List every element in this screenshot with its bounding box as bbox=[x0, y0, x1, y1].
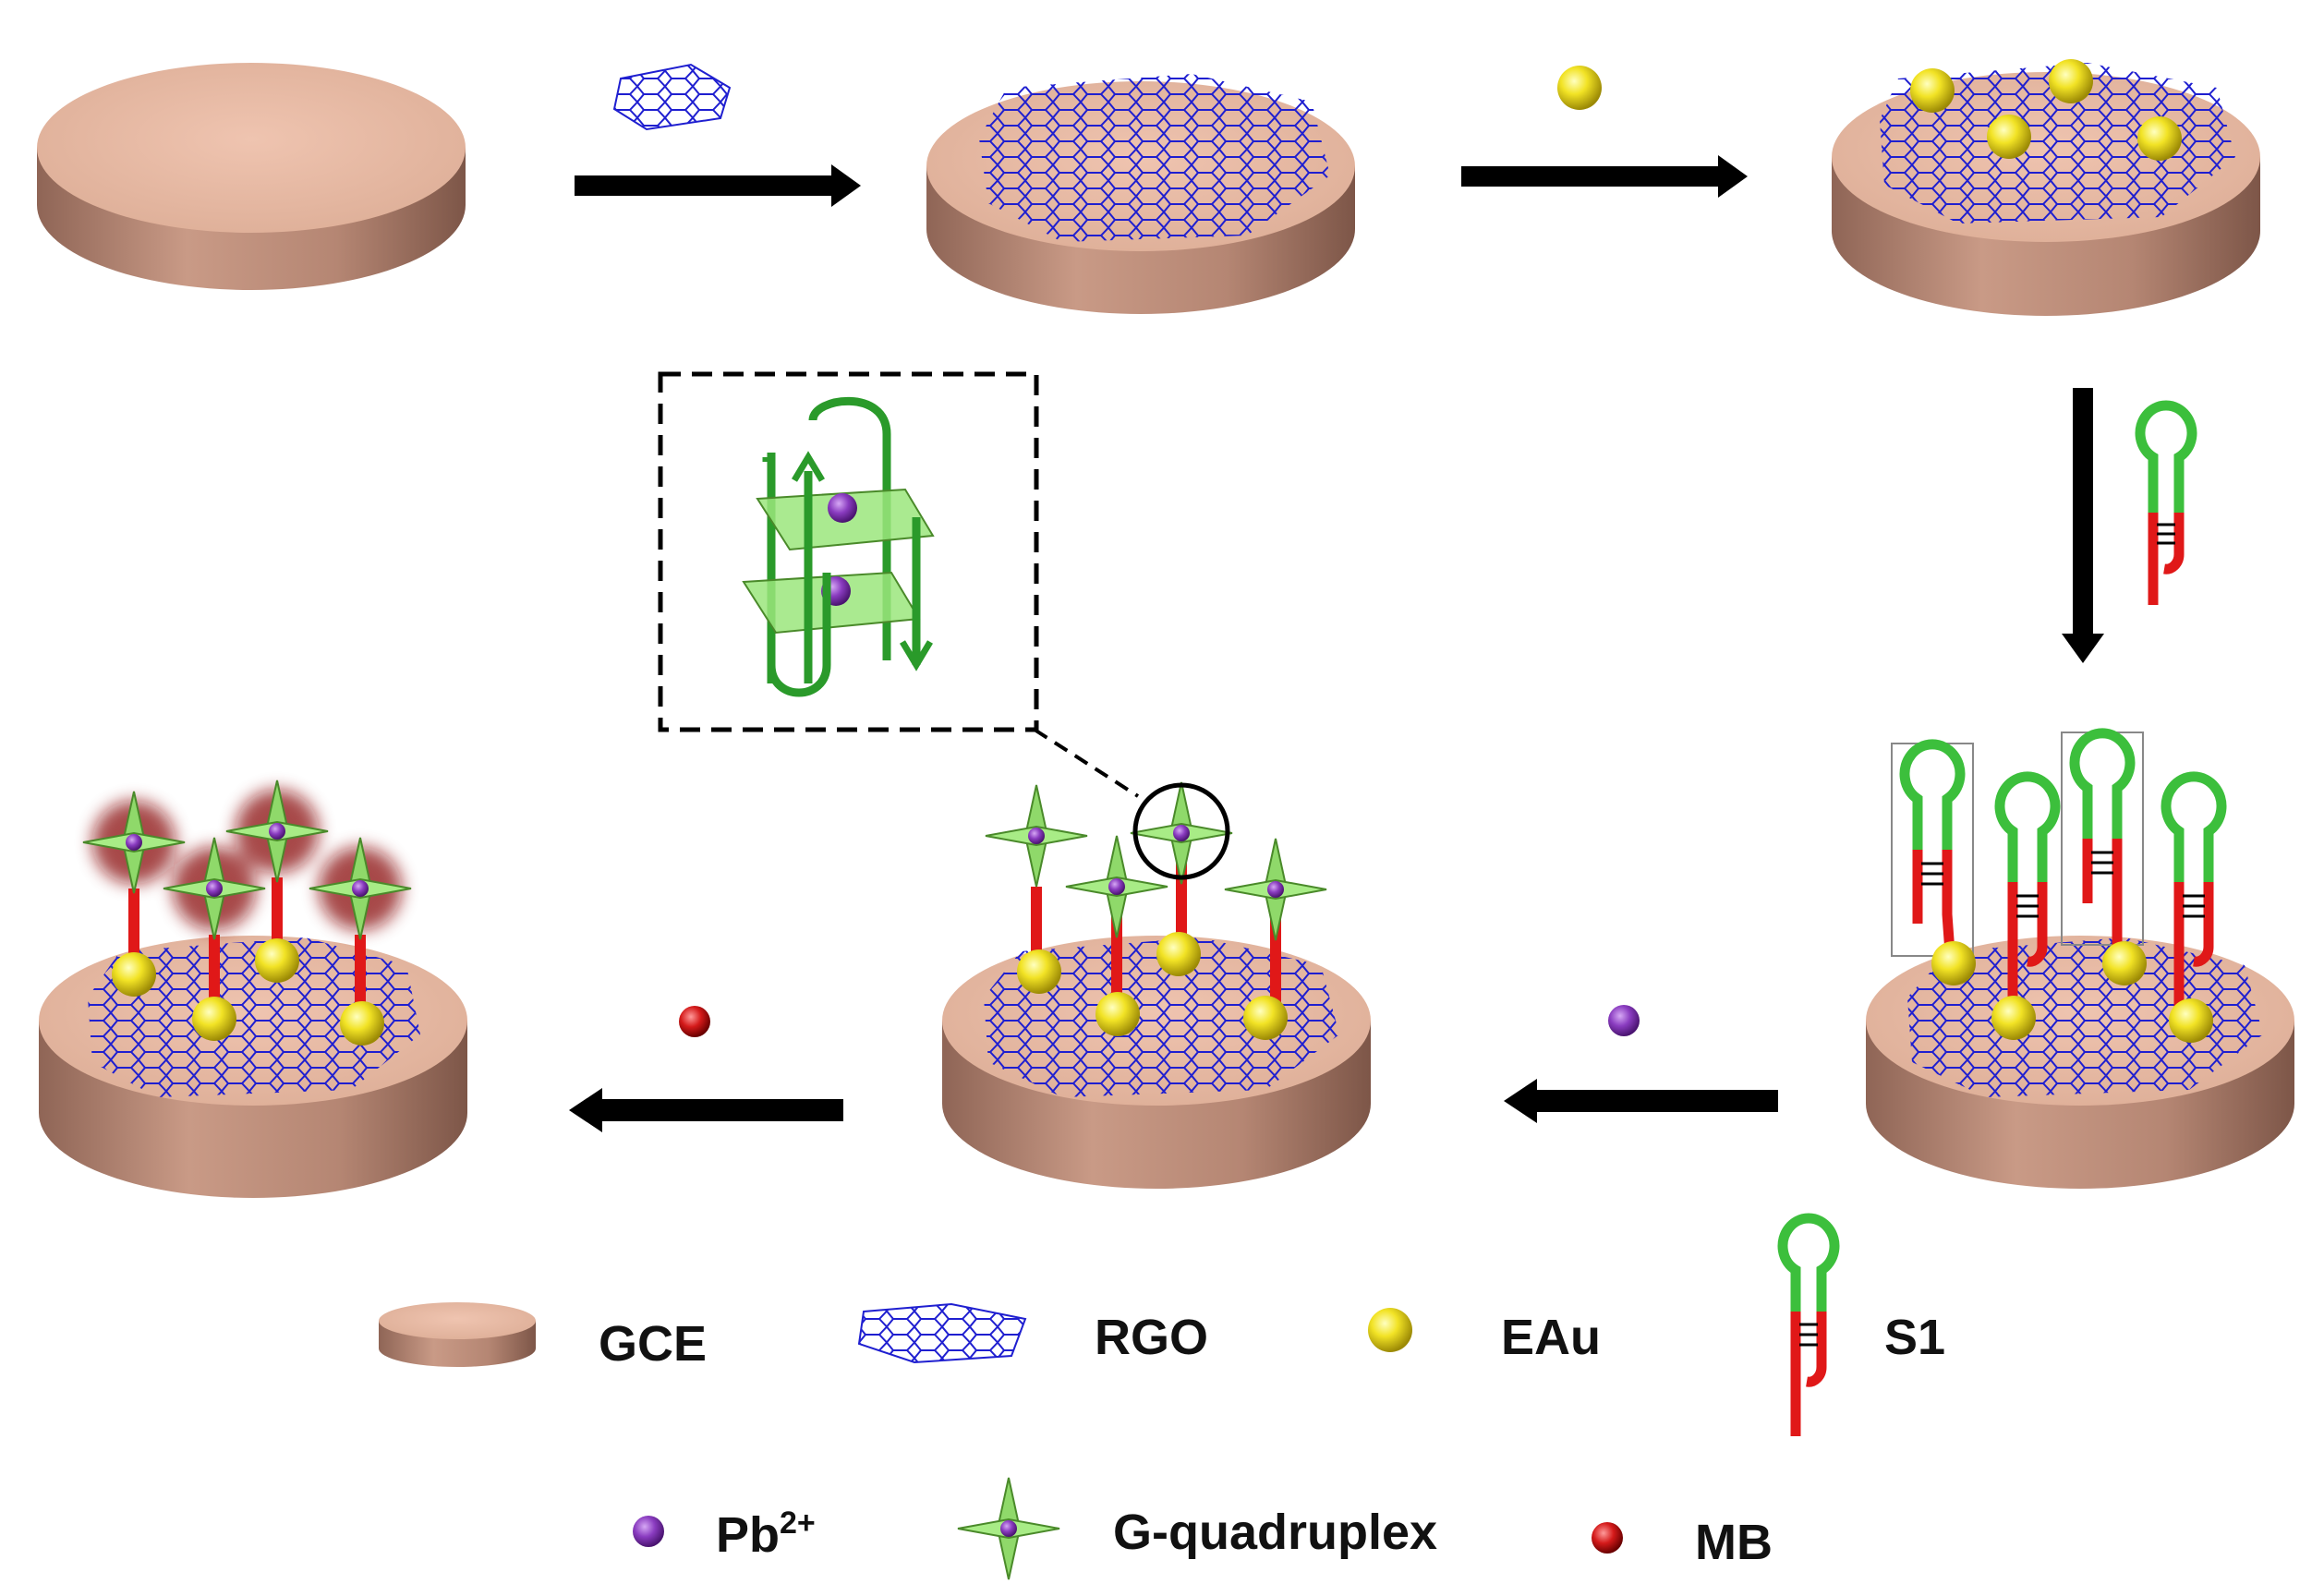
arrow-step-3 bbox=[2062, 388, 2104, 663]
legend-eau-swatch bbox=[1368, 1308, 1412, 1352]
legend: GCE RGO EAu S1 Pb2+ G-quadruplex MB bbox=[379, 1213, 1945, 1580]
arrow-step-2 bbox=[1461, 155, 1748, 198]
legend-pb-base: Pb bbox=[716, 1507, 780, 1563]
legend-gce-label: GCE bbox=[599, 1316, 707, 1372]
mb-reagent bbox=[679, 1006, 710, 1037]
legend-pb-superscript: 2+ bbox=[780, 1505, 816, 1541]
legend-rgo-swatch bbox=[857, 1302, 1027, 1364]
legend-eau-label: EAu bbox=[1501, 1310, 1601, 1365]
legend-gce-swatch bbox=[379, 1302, 536, 1367]
legend-mb-swatch bbox=[1592, 1522, 1623, 1554]
eau-reagent bbox=[1557, 66, 1602, 110]
electrode-rgo bbox=[926, 74, 1355, 314]
legend-rgo-label: RGO bbox=[1095, 1310, 1208, 1365]
legend-mb-label: MB bbox=[1695, 1515, 1773, 1570]
electrode-g-quadruplex bbox=[942, 781, 1371, 1189]
rgo-sheet-reagent-1 bbox=[612, 63, 732, 131]
s1-hairpin-reagent bbox=[2135, 400, 2197, 605]
electrode-s1-hairpins bbox=[1866, 728, 2294, 1189]
legend-pb-swatch bbox=[633, 1516, 664, 1547]
legend-g-quadruplex-swatch bbox=[957, 1477, 1060, 1580]
pb-reagent bbox=[1608, 1005, 1640, 1036]
g-quadruplex-inset bbox=[658, 371, 1140, 798]
arrow-step-4 bbox=[1504, 1079, 1778, 1123]
legend-s1-label: S1 bbox=[1884, 1310, 1945, 1365]
electrode-rgo-eau bbox=[1832, 59, 2260, 316]
electrode-bare-gce bbox=[37, 63, 466, 290]
arrow-step-1 bbox=[575, 164, 861, 207]
legend-g-quadruplex-label: G-quadruplex bbox=[1113, 1505, 1437, 1560]
legend-pb-label: Pb2+ bbox=[716, 1505, 816, 1563]
arrow-step-5 bbox=[569, 1088, 843, 1132]
legend-s1-swatch bbox=[1777, 1213, 1840, 1436]
electrode-mb-bound bbox=[39, 780, 467, 1198]
